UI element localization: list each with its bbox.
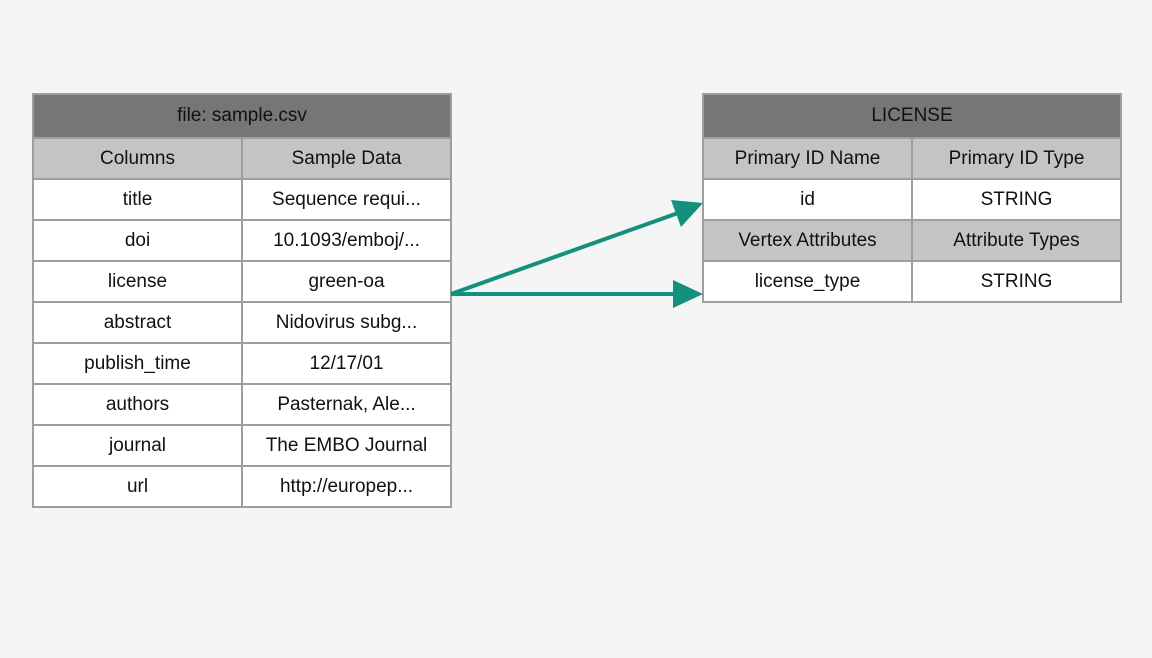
primary-id-name-header: Primary ID Name [702,137,913,180]
attribute-type-cell: STRING [911,260,1122,303]
vertex-attributes-header: Vertex Attributes [702,219,913,262]
table-row: journal The EMBO Journal [32,424,452,467]
table-row: doi 10.1093/emboj/... [32,219,452,262]
arrow-to-id [450,211,679,296]
sample-data-cell: The EMBO Journal [241,424,452,467]
target-table-title: LICENSE [702,93,1122,139]
column-name-cell: title [32,178,243,221]
license-vertex-table: LICENSE Primary ID Name Primary ID Type … [702,93,1122,303]
column-name-cell: publish_time [32,342,243,385]
sample-data-cell: 10.1093/emboj/... [241,219,452,262]
sample-data-cell: green-oa [241,260,452,303]
column-name-cell: authors [32,383,243,426]
sample-data-cell: 12/17/01 [241,342,452,385]
column-name-cell: url [32,465,243,508]
table-row: authors Pasternak, Ale... [32,383,452,426]
table-row: publish_time 12/17/01 [32,342,452,385]
vertex-attribute-cell: license_type [702,260,913,303]
sample-data-cell: Nidovirus subg... [241,301,452,344]
column-name-cell: abstract [32,301,243,344]
sample-data-cell: Sequence requi... [241,178,452,221]
attribute-types-header: Attribute Types [911,219,1122,262]
table-row: abstract Nidovirus subg... [32,301,452,344]
table-row: license green-oa [32,260,452,303]
sample-data-header: Sample Data [241,137,452,180]
source-file-table: file: sample.csv Columns Sample Data tit… [32,93,452,508]
arrowhead-license-type-icon [673,280,703,308]
column-name-cell: doi [32,219,243,262]
primary-id-name-cell: id [702,178,913,221]
sample-data-cell: http://europep... [241,465,452,508]
table-row: license_type STRING [702,260,1122,303]
arrowhead-id-icon [671,200,703,227]
table-row: title Sequence requi... [32,178,452,221]
source-table-title: file: sample.csv [32,93,452,139]
primary-id-type-header: Primary ID Type [911,137,1122,180]
sample-data-cell: Pasternak, Ale... [241,383,452,426]
columns-header: Columns [32,137,243,180]
primary-id-type-cell: STRING [911,178,1122,221]
column-name-cell: journal [32,424,243,467]
table-row: id STRING [702,178,1122,221]
column-name-cell: license [32,260,243,303]
table-row: url http://europep... [32,465,452,508]
